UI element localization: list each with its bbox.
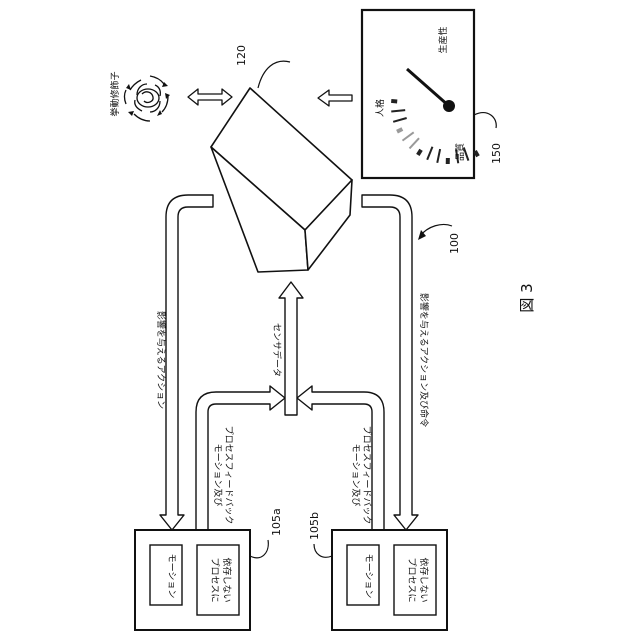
leader-line-105b bbox=[314, 544, 332, 557]
influence-actions-commands-label: 影響を与えるアクション及び命令 bbox=[418, 293, 430, 427]
station-a-motion-label: モーション bbox=[166, 554, 176, 599]
sensor-data-label: センサデータ bbox=[271, 323, 283, 377]
gauge-pivot bbox=[443, 100, 455, 112]
ref-120: 120 bbox=[235, 45, 248, 66]
gauge-tick bbox=[418, 150, 421, 155]
behavior-modifier-label: 挙動修飾子 bbox=[109, 71, 121, 116]
modifier-box-double-arrow bbox=[188, 89, 232, 105]
gauge-to-box-arrow bbox=[318, 90, 352, 106]
figure-label: 図 3 bbox=[518, 283, 536, 312]
behavior-modifier-icon bbox=[125, 76, 171, 121]
performance-gauge: 生産性 人格 品質 bbox=[362, 10, 478, 178]
feedback-a-line1: モーション及び bbox=[212, 444, 223, 507]
station-b-motion-label: モーション bbox=[363, 554, 373, 599]
station-105a: モーション プロセスに 依存しない bbox=[135, 530, 250, 630]
leader-line-150 bbox=[474, 113, 496, 128]
ref-105a: 105a bbox=[270, 508, 283, 536]
feedback-a-line2: プロセスフィードバック bbox=[223, 426, 234, 525]
station-a-process-line1: プロセスに bbox=[209, 557, 220, 602]
gauge-label-quality: 品質 bbox=[454, 143, 466, 161]
gauge-label-productivity: 生産性 bbox=[437, 26, 449, 53]
ref-150: 150 bbox=[490, 143, 503, 164]
leader-line-120 bbox=[258, 61, 290, 88]
station-a-process-line2: 依存しない bbox=[221, 557, 233, 602]
station-b-motion-box bbox=[347, 545, 379, 605]
station-a-motion-box bbox=[150, 545, 182, 605]
station-105b: モーション プロセスに 依存しない bbox=[332, 530, 447, 630]
station-b-process-line1: プロセスに bbox=[406, 557, 417, 602]
station-b-process-line2: 依存しない bbox=[418, 557, 430, 602]
gauge-tick bbox=[391, 101, 397, 102]
influence-actions-label: 影響を与えるアクション bbox=[155, 311, 167, 409]
gauge-label-personality: 人格 bbox=[374, 99, 386, 117]
ref-105b: 105b bbox=[308, 512, 321, 540]
gauge-tick bbox=[397, 129, 402, 132]
leader-line-105a bbox=[250, 540, 268, 558]
ref-100: 100 bbox=[448, 233, 461, 254]
central-controller-box bbox=[211, 88, 352, 272]
feedback-b-line1: モーション及び bbox=[350, 444, 361, 507]
gauge-tick bbox=[391, 110, 405, 111]
gauge-tick bbox=[475, 151, 478, 156]
feedback-b-line2: プロセスフィードバック bbox=[361, 426, 372, 525]
